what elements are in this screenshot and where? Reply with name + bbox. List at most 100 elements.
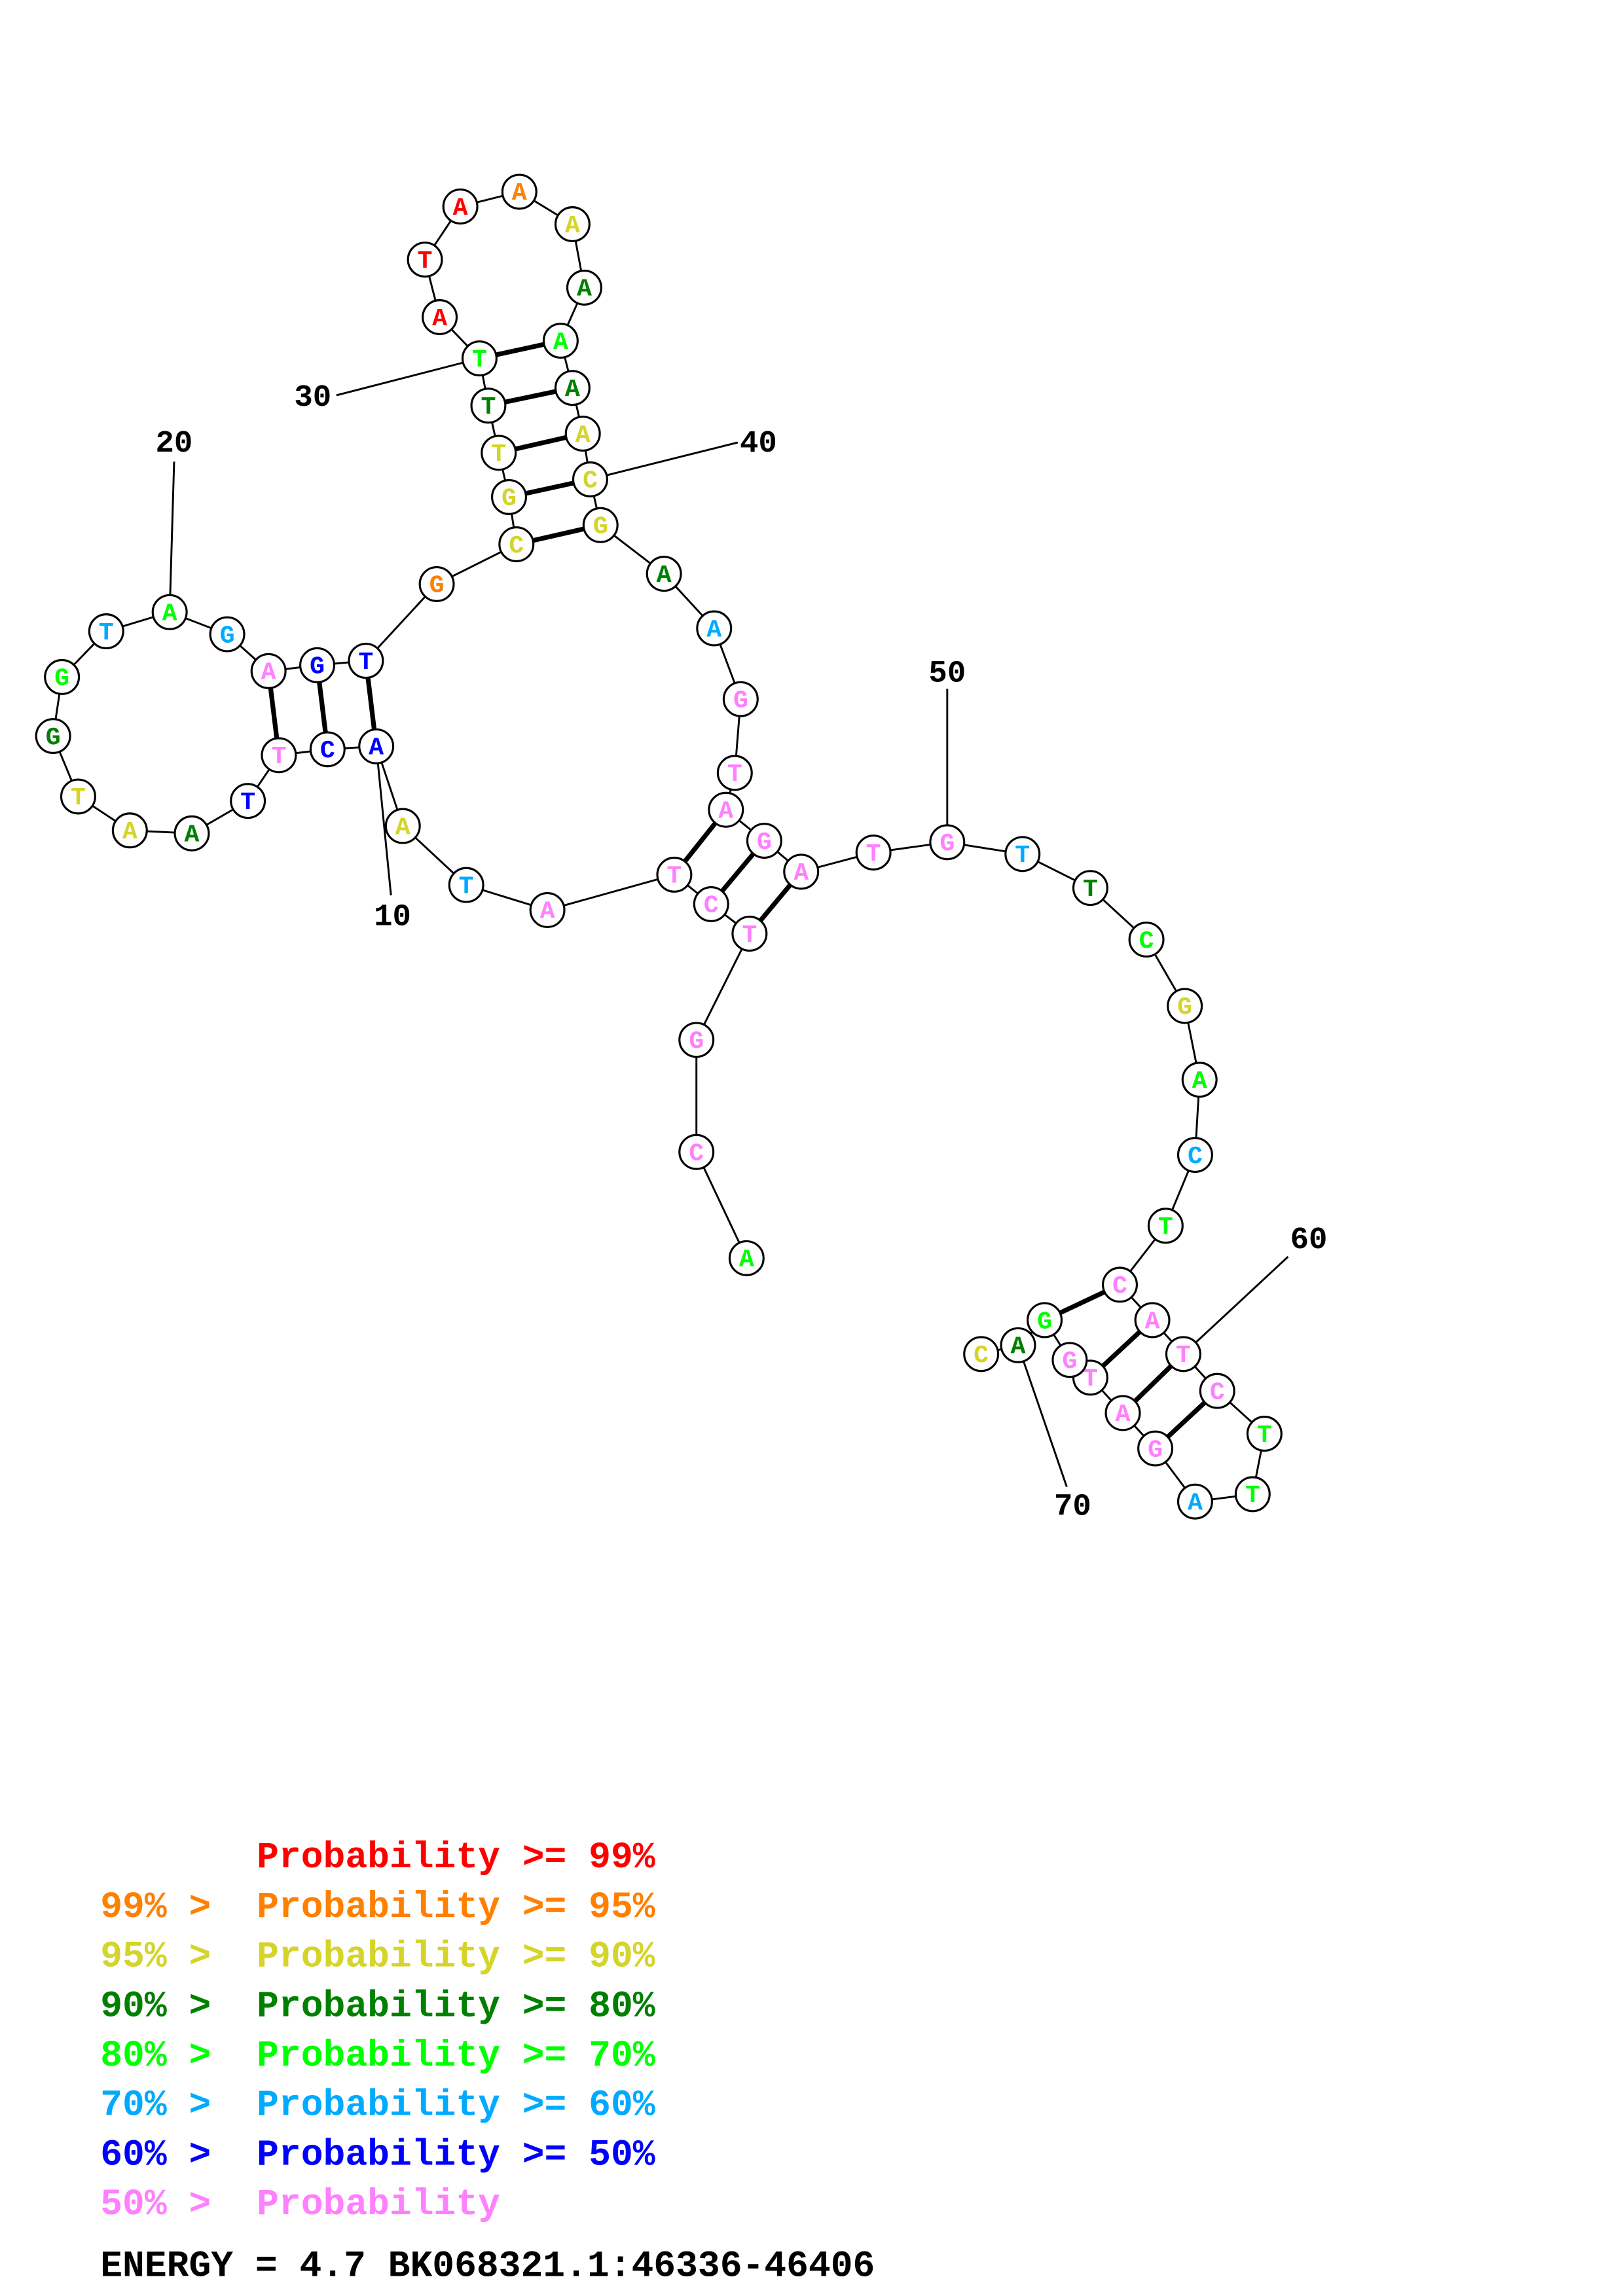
- nucleotide-circle: [722, 681, 759, 717]
- nucleotide-letter: T: [271, 742, 286, 771]
- nucleotide-letter: A: [1188, 1488, 1203, 1517]
- legend-label: Probability >= 60%: [257, 2085, 655, 2126]
- nucleotide-letter: T: [99, 619, 114, 647]
- nucleotide-letter: G: [1148, 1435, 1163, 1464]
- nucleotide-circle: [230, 783, 266, 819]
- nucleotide-14: A: [173, 815, 210, 852]
- nucleotide-10: A: [358, 728, 395, 764]
- nucleotide-letter: A: [512, 179, 527, 207]
- nucleotide-circle: [481, 435, 517, 471]
- nucleotide-47: G: [746, 823, 782, 859]
- nucleotide-61: C: [1199, 1372, 1235, 1409]
- nucleotide-letter: A: [565, 375, 580, 404]
- nucleotide-60: T: [1165, 1336, 1201, 1372]
- nucleotide-circle: [1246, 1416, 1283, 1452]
- legend-label: Probability >= 90%: [257, 1936, 655, 1978]
- nucleotide-letter: T: [481, 393, 496, 422]
- nucleotide-circle: [963, 1336, 1000, 1372]
- nucleotide-49: T: [855, 834, 892, 871]
- nucleotide-70: A: [1000, 1327, 1036, 1363]
- nucleotide-circle: [656, 856, 693, 893]
- nucleotide-letter: T: [71, 783, 86, 812]
- nucleotide-circle: [566, 269, 602, 306]
- nucleotide-circle: [716, 755, 753, 791]
- nucleotide-letter: A: [575, 421, 591, 450]
- nucleotide-circle: [529, 891, 566, 928]
- nucleotide-circle: [929, 824, 966, 861]
- nucleotide-circle: [1000, 1327, 1036, 1363]
- nucleotide-6: T: [656, 856, 693, 893]
- legend-label: Probability >= 99%: [257, 1837, 655, 1878]
- nucleotide-31: A: [422, 299, 458, 336]
- nucleotide-58: C: [1102, 1266, 1139, 1303]
- nucleotide-24: T: [348, 643, 384, 679]
- nucleotide-circle: [418, 565, 455, 602]
- nucleotide-letter: C: [1188, 1142, 1203, 1171]
- nucleotide-7: A: [529, 891, 566, 928]
- nucleotide-9: A: [384, 808, 421, 844]
- nucleotide-36: A: [566, 269, 602, 306]
- nucleotide-circle: [1147, 1208, 1184, 1244]
- backbone-segment: [695, 1151, 748, 1259]
- nucleotide-letter: T: [1015, 841, 1030, 870]
- nucleotide-letter: T: [866, 840, 881, 869]
- nucleotide-4: T: [731, 916, 768, 952]
- nucleotide-34: A: [501, 173, 538, 210]
- nucleotide-letter: A: [1116, 1400, 1131, 1429]
- nucleotide-circle: [1072, 870, 1108, 906]
- nucleotide-32: T: [407, 242, 443, 278]
- nucleotide-29: T: [470, 387, 507, 424]
- nucleotide-letter: C: [704, 891, 719, 920]
- nucleotide-letter: A: [184, 821, 199, 850]
- nucleotide-circle: [470, 387, 507, 424]
- position-tick: [336, 357, 480, 397]
- nucleotide-circle: [783, 853, 820, 890]
- position-number: 40: [740, 427, 777, 461]
- nucleotide-circle: [1134, 1302, 1171, 1338]
- nucleotide-53: C: [1128, 922, 1165, 958]
- nucleotide-43: A: [696, 610, 733, 647]
- legend-label: Probability >= 80%: [257, 1985, 655, 2027]
- probability-legend: Probability >= 99%99% >Probability >= 95…: [100, 1837, 655, 2225]
- nucleotide-letter: A: [540, 897, 555, 926]
- nucleotide-1: A: [728, 1240, 765, 1276]
- nucleotide-circle: [111, 812, 148, 849]
- legend-label: Probability >= 50%: [257, 2134, 655, 2176]
- nucleotide-circle: [1181, 1062, 1218, 1098]
- nucleotide-circle: [1165, 1336, 1201, 1372]
- nucleotide-46: A: [708, 791, 744, 828]
- nucleotide-letter: G: [757, 828, 772, 857]
- nucleotide-letter: T: [1257, 1421, 1272, 1450]
- nucleotide-8: T: [448, 867, 484, 903]
- nucleotide-letter: T: [1158, 1213, 1173, 1242]
- nucleotide-letter: G: [501, 484, 517, 513]
- nucleotide-circle: [564, 416, 601, 452]
- nucleotide-15: A: [111, 812, 148, 849]
- nucleotide-circle: [1128, 922, 1165, 958]
- nucleotide-letter: A: [1192, 1067, 1207, 1096]
- nucleotide-circle: [1104, 1395, 1141, 1431]
- nucleotide-68: G: [1051, 1342, 1088, 1378]
- nucleotide-letter: G: [54, 664, 69, 693]
- nucleotide-22: A: [250, 653, 287, 689]
- nucleotide-letter: T: [1083, 875, 1098, 904]
- nucleotide-circle: [461, 340, 498, 377]
- nucleotide-5: C: [693, 886, 729, 922]
- nucleotide-letter: A: [432, 304, 447, 333]
- nucleotide-letter: G: [733, 686, 748, 715]
- position-tick: [168, 461, 175, 613]
- nucleotide-64: A: [1176, 1483, 1213, 1520]
- nucleotide-letter: C: [509, 531, 524, 560]
- nucleotide-letter: A: [162, 600, 177, 628]
- nucleotide-circle: [554, 206, 591, 243]
- nucleotide-letter: A: [657, 561, 672, 590]
- nucleotide-50: G: [929, 824, 966, 861]
- nucleotide-letter: T: [491, 440, 506, 469]
- nucleotide-circle: [60, 778, 96, 815]
- nucleotide-letter: A: [553, 328, 568, 357]
- nucleotide-letter: T: [1245, 1481, 1260, 1510]
- nucleotide-circle: [491, 478, 528, 515]
- nucleotide-letter: A: [122, 817, 137, 846]
- nucleotide-letter: T: [418, 247, 433, 276]
